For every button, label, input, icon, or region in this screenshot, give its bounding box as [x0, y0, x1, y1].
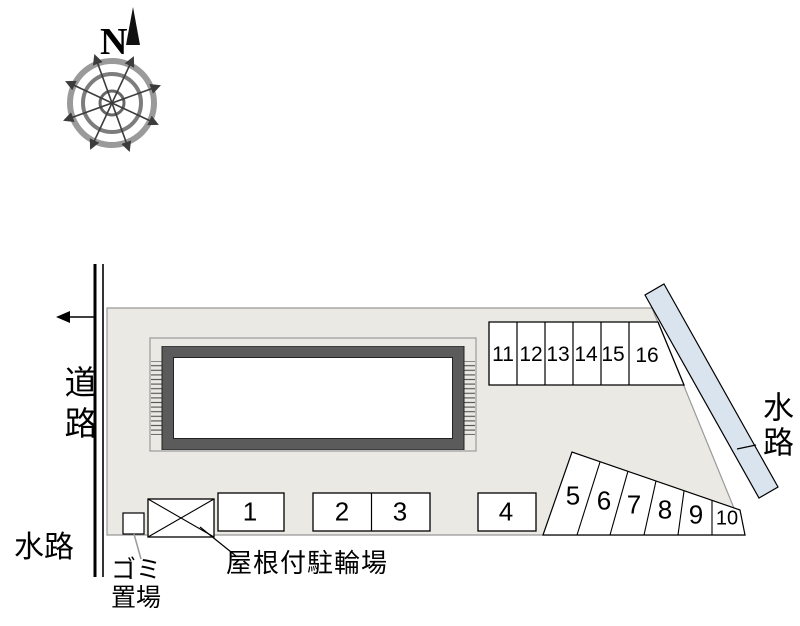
bicycle-parking-box	[147, 498, 215, 538]
parking-space-8: 8	[657, 494, 673, 525]
parking-space-16: 16	[635, 344, 659, 367]
parking-space-9: 9	[688, 499, 704, 530]
waterway-left-label: 水路	[14, 531, 74, 564]
parking-space-5: 5	[565, 480, 581, 511]
north-label: N	[100, 21, 128, 63]
parking-space-10: 10	[715, 507, 739, 530]
parking-space-15: 15	[601, 343, 625, 366]
parking-space-12: 12	[519, 343, 543, 366]
building-wall-inner-edge	[173, 357, 453, 439]
parking-strip-top	[488, 321, 685, 386]
bicycle-label-line	[199, 526, 237, 557]
parking-space-1: 1	[242, 496, 258, 527]
parking-space-3: 3	[392, 496, 408, 527]
waterway-label-line	[736, 444, 757, 450]
garbage-label: ゴミ 置場	[111, 556, 162, 612]
north-arrow-icon	[126, 7, 140, 45]
bicycle-parking-label: 屋根付駐輪場	[226, 548, 389, 578]
building	[149, 337, 477, 452]
building-wall	[162, 346, 464, 450]
parking-space-4: 4	[498, 496, 514, 527]
waterway-band	[644, 283, 779, 499]
waterway-right-label: 水路	[758, 391, 793, 461]
building-outline	[149, 337, 477, 452]
parking-space-2: 2	[334, 496, 350, 527]
parking-space-6: 6	[596, 485, 612, 516]
parking-space-11: 11	[492, 343, 514, 366]
road-arrow-icon	[56, 311, 94, 323]
parking-space-7: 7	[626, 489, 642, 520]
road-label: 道路	[60, 365, 97, 447]
road-lines	[93, 264, 104, 577]
garbage-box	[122, 512, 145, 535]
parking-space-14: 14	[574, 343, 598, 366]
parking-space-13: 13	[546, 343, 570, 366]
parking-row-bottom	[217, 492, 537, 532]
parking-strip-diagonal	[542, 451, 746, 536]
garbage-label-line	[133, 533, 142, 560]
compass-rose-icon	[63, 7, 161, 152]
